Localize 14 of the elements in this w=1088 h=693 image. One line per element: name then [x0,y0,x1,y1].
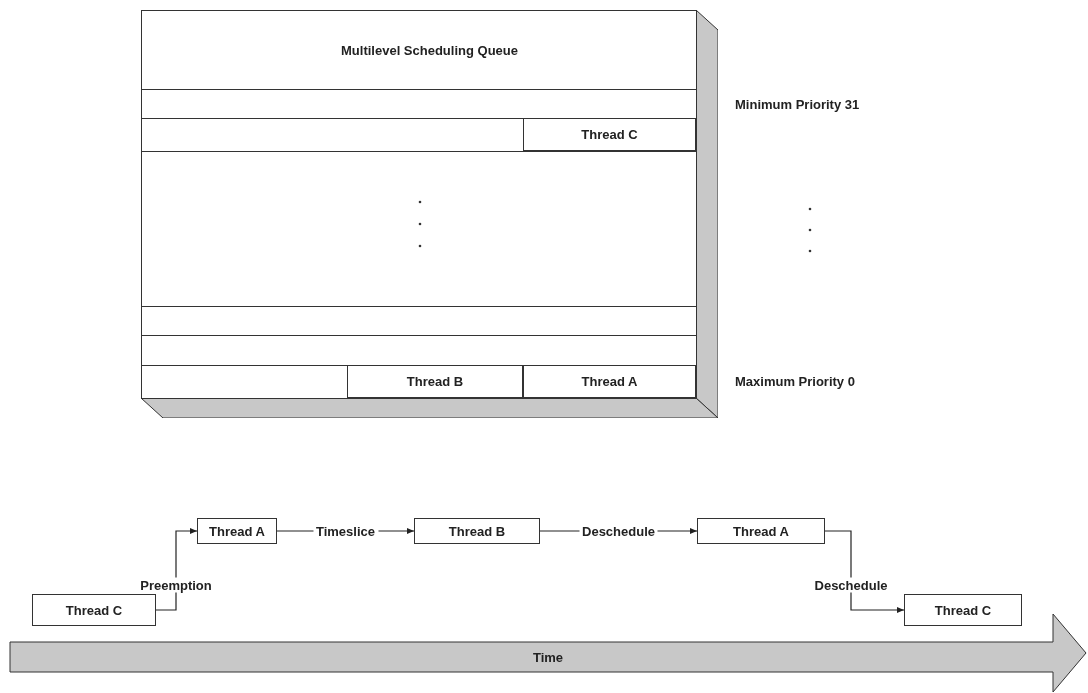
thread-box: Thread C [32,594,156,626]
priority-label: Maximum Priority 0 [735,374,855,389]
queue-entry: Thread A [523,365,696,398]
axis-label: Time [532,649,564,665]
thread-box: Thread C [904,594,1022,626]
arrow [824,530,905,613]
thread-box: Thread A [697,518,825,544]
thread-box: Thread B [414,518,540,544]
priority-label: Minimum Priority 31 [735,97,860,112]
arrow [155,528,198,611]
queue-title: Multilevel Scheduling Queue [341,42,518,58]
queue-entry: Thread C [523,118,696,151]
queue-entry: Thread B [347,365,523,398]
thread-box: Thread A [197,518,277,544]
